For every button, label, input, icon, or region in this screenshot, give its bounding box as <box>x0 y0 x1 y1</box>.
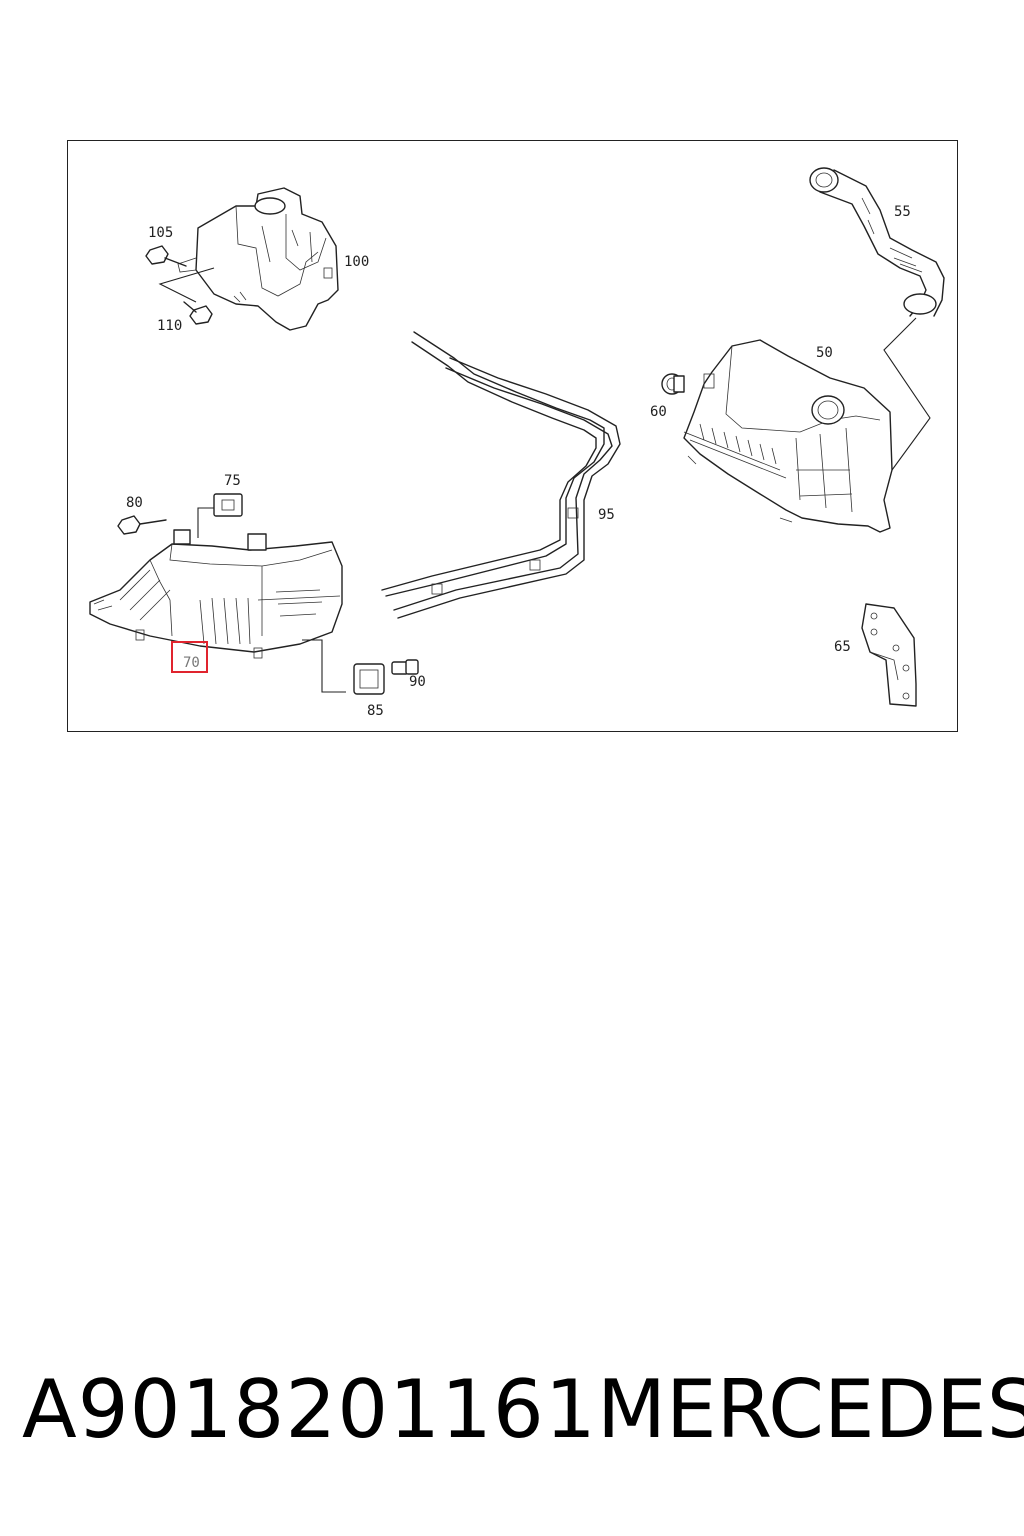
callout-50: 50 <box>816 345 833 361</box>
bolt-80 <box>117 515 167 535</box>
callout-85: 85 <box>367 703 384 719</box>
grommet-60 <box>661 373 685 395</box>
callout-55: 55 <box>894 204 911 220</box>
brand-name: MERCEDES <box>597 1363 1024 1456</box>
callout-105: 105 <box>148 225 173 241</box>
callout-80: 80 <box>126 495 143 511</box>
callout-90: 90 <box>409 674 426 690</box>
socket-85 <box>353 663 385 695</box>
part-number: A9018201161 <box>22 1363 597 1456</box>
headlamp-70 <box>89 529 343 659</box>
leader-70-85 <box>302 639 346 693</box>
bracket-65 <box>861 603 917 707</box>
coolant-pipes <box>381 331 621 619</box>
gasket-75 <box>213 493 243 517</box>
callout-65: 65 <box>834 639 851 655</box>
bolt-110 <box>183 301 213 325</box>
intake-hose <box>809 167 945 317</box>
callout-70-highlight <box>171 641 208 673</box>
air-filter-housing <box>683 339 893 533</box>
diagram-frame <box>67 140 958 732</box>
leader-75 <box>197 507 214 538</box>
callout-75: 75 <box>224 473 241 489</box>
bolt-105 <box>145 245 187 267</box>
leader-105-110 <box>158 267 215 303</box>
callout-95: 95 <box>598 507 615 523</box>
washer-reservoir <box>177 187 339 331</box>
leader-55 <box>883 317 931 471</box>
callout-70: 70 <box>183 655 200 671</box>
callout-110: 110 <box>157 318 182 334</box>
bulb-90 <box>391 659 419 675</box>
callout-100: 100 <box>344 254 369 270</box>
callout-60: 60 <box>650 404 667 420</box>
